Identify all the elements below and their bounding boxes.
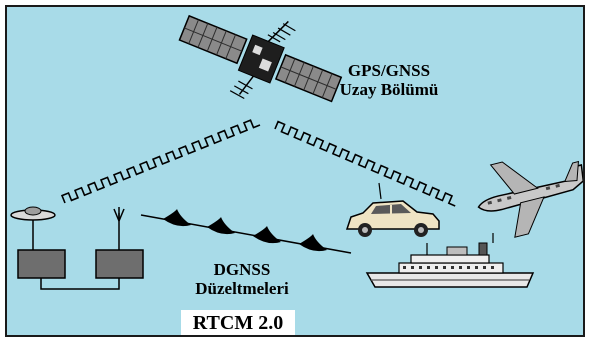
space-segment-line1: GPS/GNSS (347, 61, 431, 80)
signal-pulse (299, 234, 327, 252)
dgnss-corrections-label: DGNSS Düzeltmeleri (183, 260, 301, 298)
connection-cable (40, 278, 120, 290)
gnss-antenna-icon (10, 206, 56, 250)
rtcm-protocol-label: RTCM 2.0 (181, 310, 295, 335)
airplane-icon (477, 160, 583, 238)
signal-right-wave (274, 120, 456, 207)
diagram-frame: GPS/GNSS Uzay Bölümü DGNSS Düzeltmeleri … (5, 5, 585, 337)
reference-receiver-icon (17, 249, 66, 279)
ship-icon (365, 233, 535, 288)
signal-pulse (253, 226, 281, 244)
space-segment-line2: Uzay Bölümü (339, 80, 439, 99)
dgnss-illustration (10, 14, 583, 290)
dgnss-corrections-line1: DGNSS (213, 260, 271, 279)
dgnss-corrections-line2: Düzeltmeleri (195, 279, 289, 298)
correction-broadcast-signal (140, 209, 352, 254)
signal-left-wave (60, 119, 261, 204)
radio-transmitter-icon (95, 249, 144, 279)
car-icon (345, 182, 440, 237)
space-segment-label: GPS/GNSS Uzay Bölümü (323, 61, 455, 99)
signal-pulse (163, 209, 191, 227)
satellite-icon (178, 14, 343, 103)
radio-mast-icon (113, 207, 125, 250)
signal-pulse (207, 217, 235, 235)
